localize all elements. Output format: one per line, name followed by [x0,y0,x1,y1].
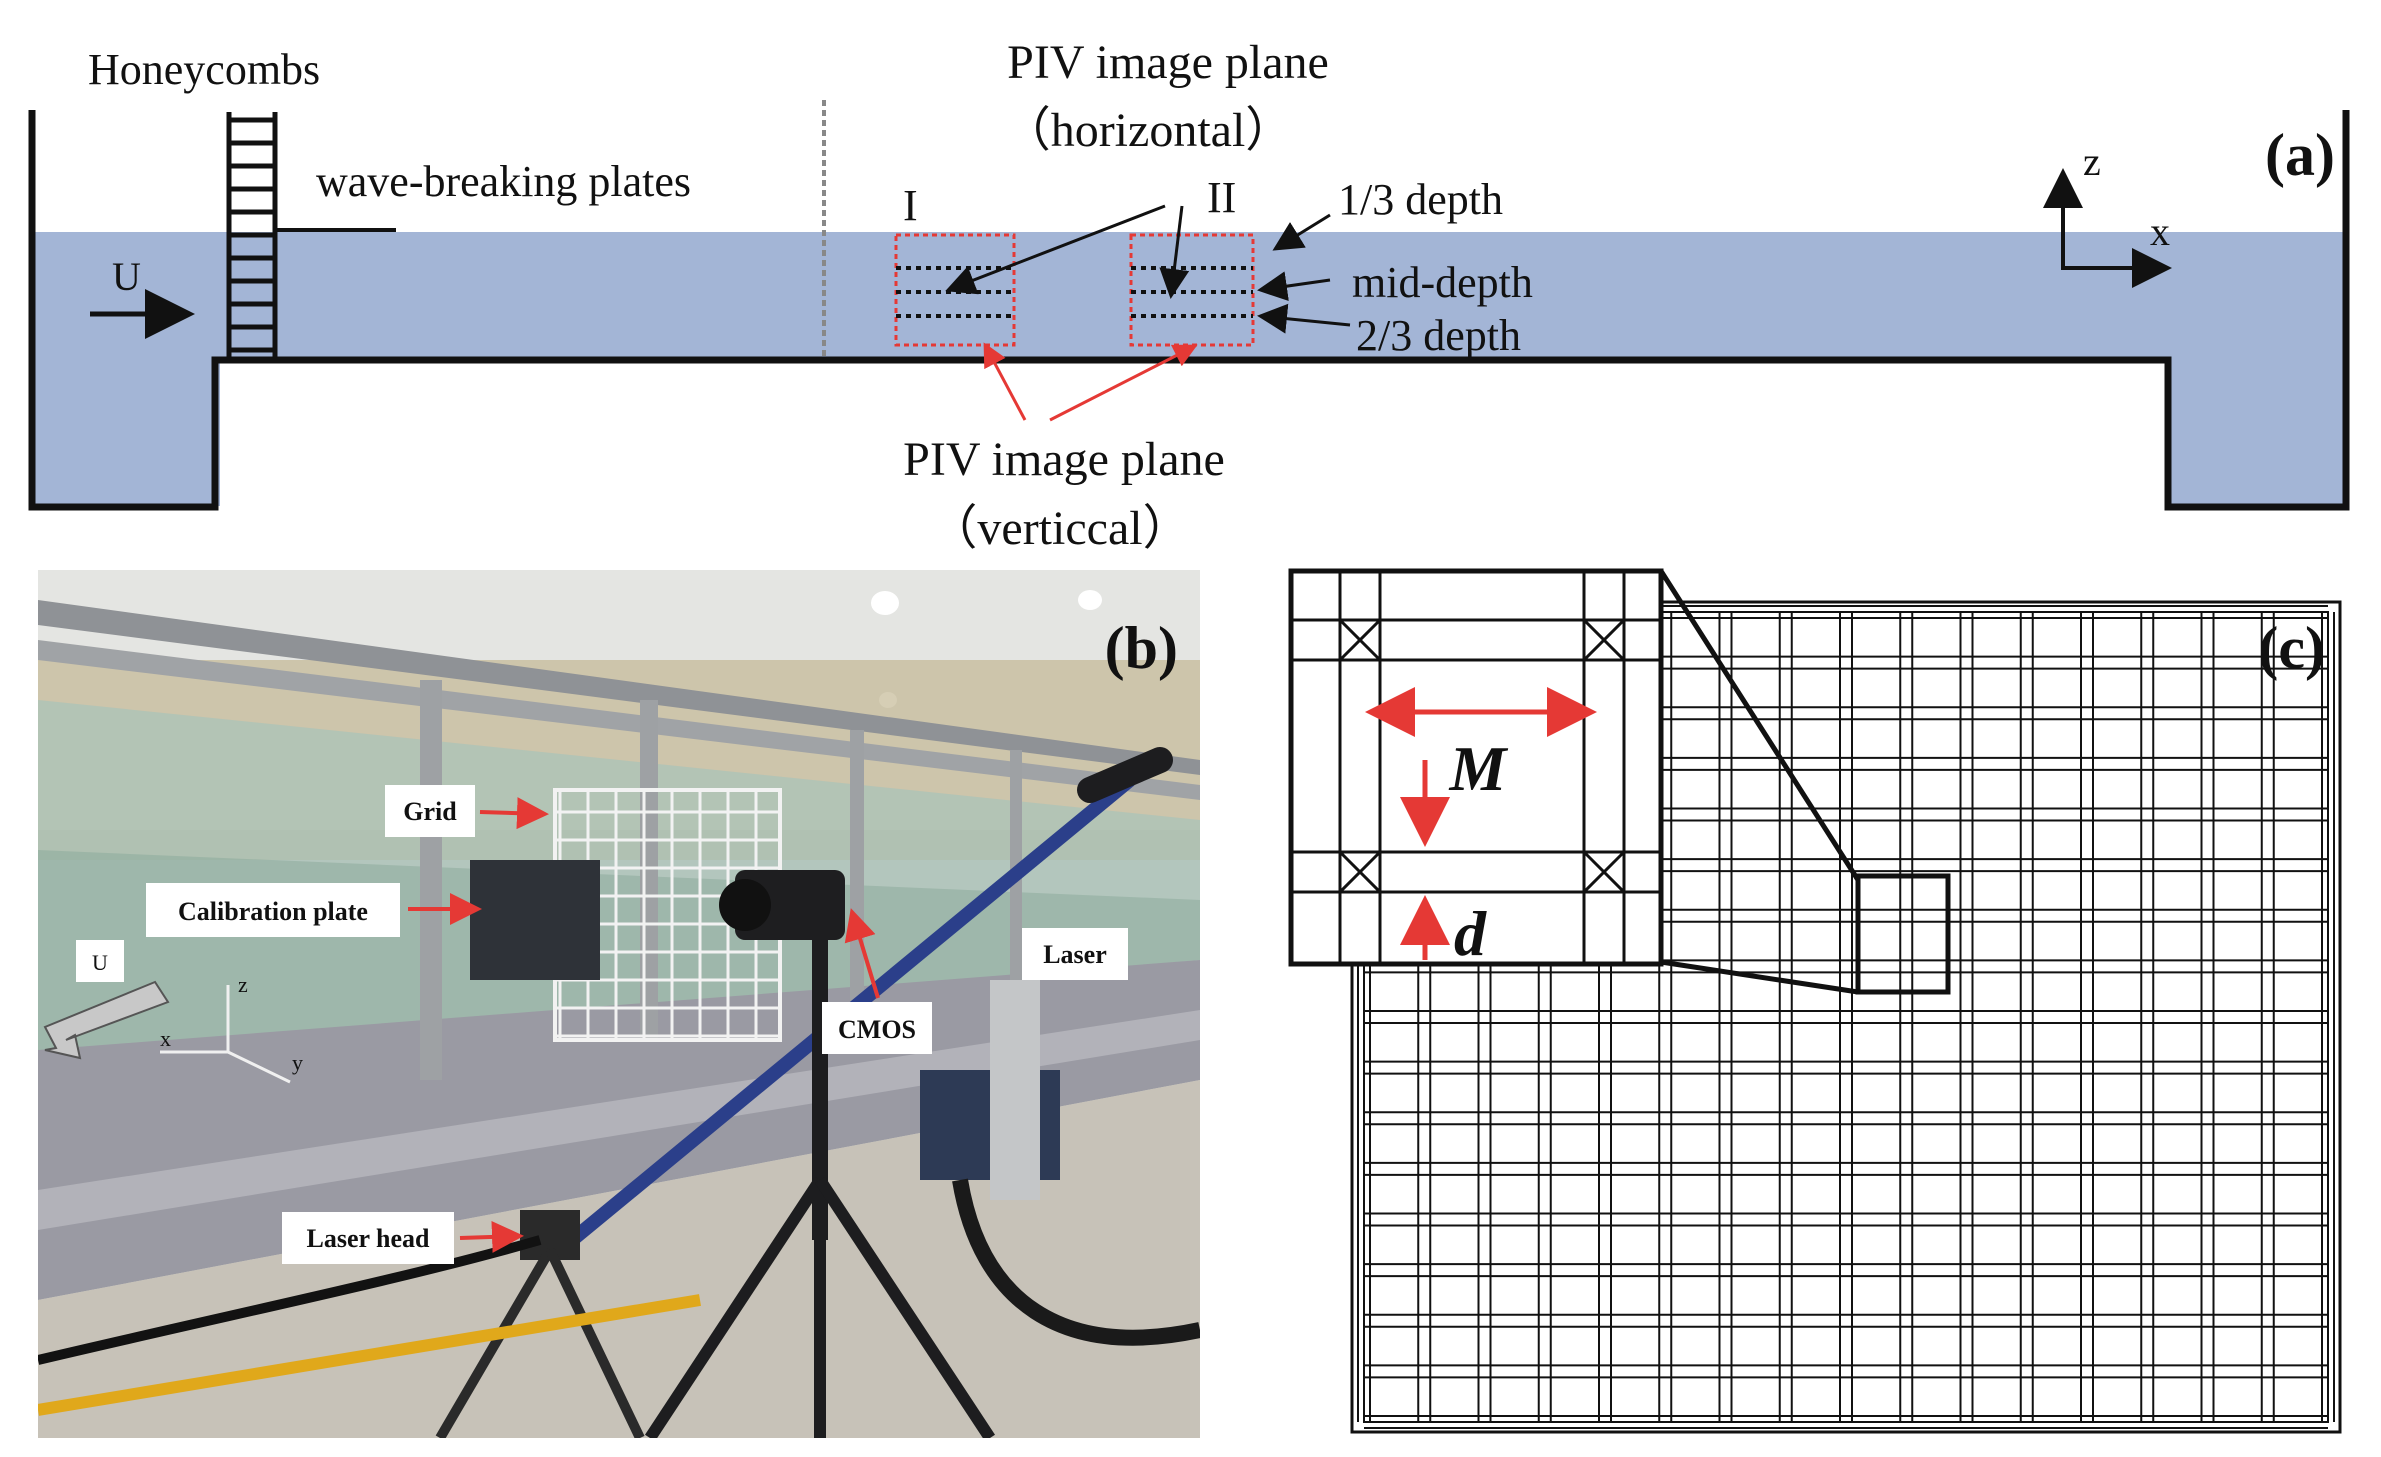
calibration-tag: Calibration plate [178,897,368,926]
laser-head-tag-arrow [459,1220,524,1253]
grid-frame-inner [1363,611,2329,1423]
grid-tag: Grid [403,797,457,826]
leader-vertical-1 [983,342,1027,421]
leader-vertical-2 [1049,344,1198,422]
photo-axes [160,985,291,1084]
flow-tag-box [76,940,124,982]
leader-horizontal-2 [1159,205,1190,299]
panel-c: M d (c) [1288,568,2342,1434]
panel-a-label: (a) [2265,122,2335,188]
roman-label-1: I [903,181,918,230]
wave-breaking-label: wave-breaking plates [316,157,691,206]
grid-bars [1357,605,2335,1429]
grid-tag-arrow [479,797,549,830]
cmos-tag-box [822,1002,932,1054]
laser-tag-box [1022,928,1128,980]
panel-b-label: (b) [1105,615,1178,681]
laser-tag: Laser [1043,940,1107,969]
panel-a: U z x Honeycombs wave-breaking pla [28,36,2350,555]
leader-horizontal-1 [945,204,1166,295]
piv-vertical-subtitle: （verticcal） [929,502,1190,555]
leader-depth-1-3 [1272,213,1331,251]
photo-axis-x: x [160,1026,171,1051]
dimension-m-label: M [1449,733,1509,804]
laser-head-tag: Laser head [306,1224,430,1253]
depth-1-3-label: 1/3 depth [1338,175,1503,224]
photo-axis-z: z [238,972,248,997]
honeycombs-label: Honeycombs [88,45,320,94]
cmos-tag-arrow [844,908,880,999]
piv-vertical-title: PIV image plane [903,433,1225,486]
lab-photo [38,570,1200,1438]
calibration-tag-box [146,883,400,937]
photo-axis-y: y [292,1050,303,1075]
piv-box-1 [894,233,1016,347]
leader-depth-mid [1257,271,1331,302]
inset-bars [1291,571,1661,964]
leader-depth-2-3 [1257,303,1351,334]
water-outlet-basin [2168,358,2346,506]
axis-x-label: x [2150,209,2170,254]
piv-horizontal-subtitle: （horizontal） [1003,104,1294,157]
zoom-line-top [1658,569,1861,882]
zoom-region [1855,873,1951,995]
flow-label: U [112,254,141,299]
calibration-plate-photo [470,860,600,980]
roman-label-2: II [1207,173,1236,222]
panel-b: Grid Calibration plate U z x y Laser CMO… [38,570,1200,1438]
honeycombs-ladder [226,112,278,358]
piv-horizontal-title: PIV image plane [1007,36,1329,89]
flow-direction-arrow [43,980,170,1060]
flow-tag: U [92,950,108,975]
water-main [30,232,2346,360]
panel-c-label: (c) [2258,615,2325,681]
grid-tag-box [385,785,475,837]
laser-head-tag-box [282,1212,454,1264]
axis-z-label: z [2083,139,2101,184]
water-inlet-basin [30,358,220,506]
dimension-d-label: d [1454,898,1487,969]
depth-mid-label: mid-depth [1352,258,1533,307]
zoom-line-bottom [1660,959,1859,995]
depth-2-3-label: 2/3 depth [1356,311,1521,360]
cmos-tag: CMOS [838,1015,916,1044]
